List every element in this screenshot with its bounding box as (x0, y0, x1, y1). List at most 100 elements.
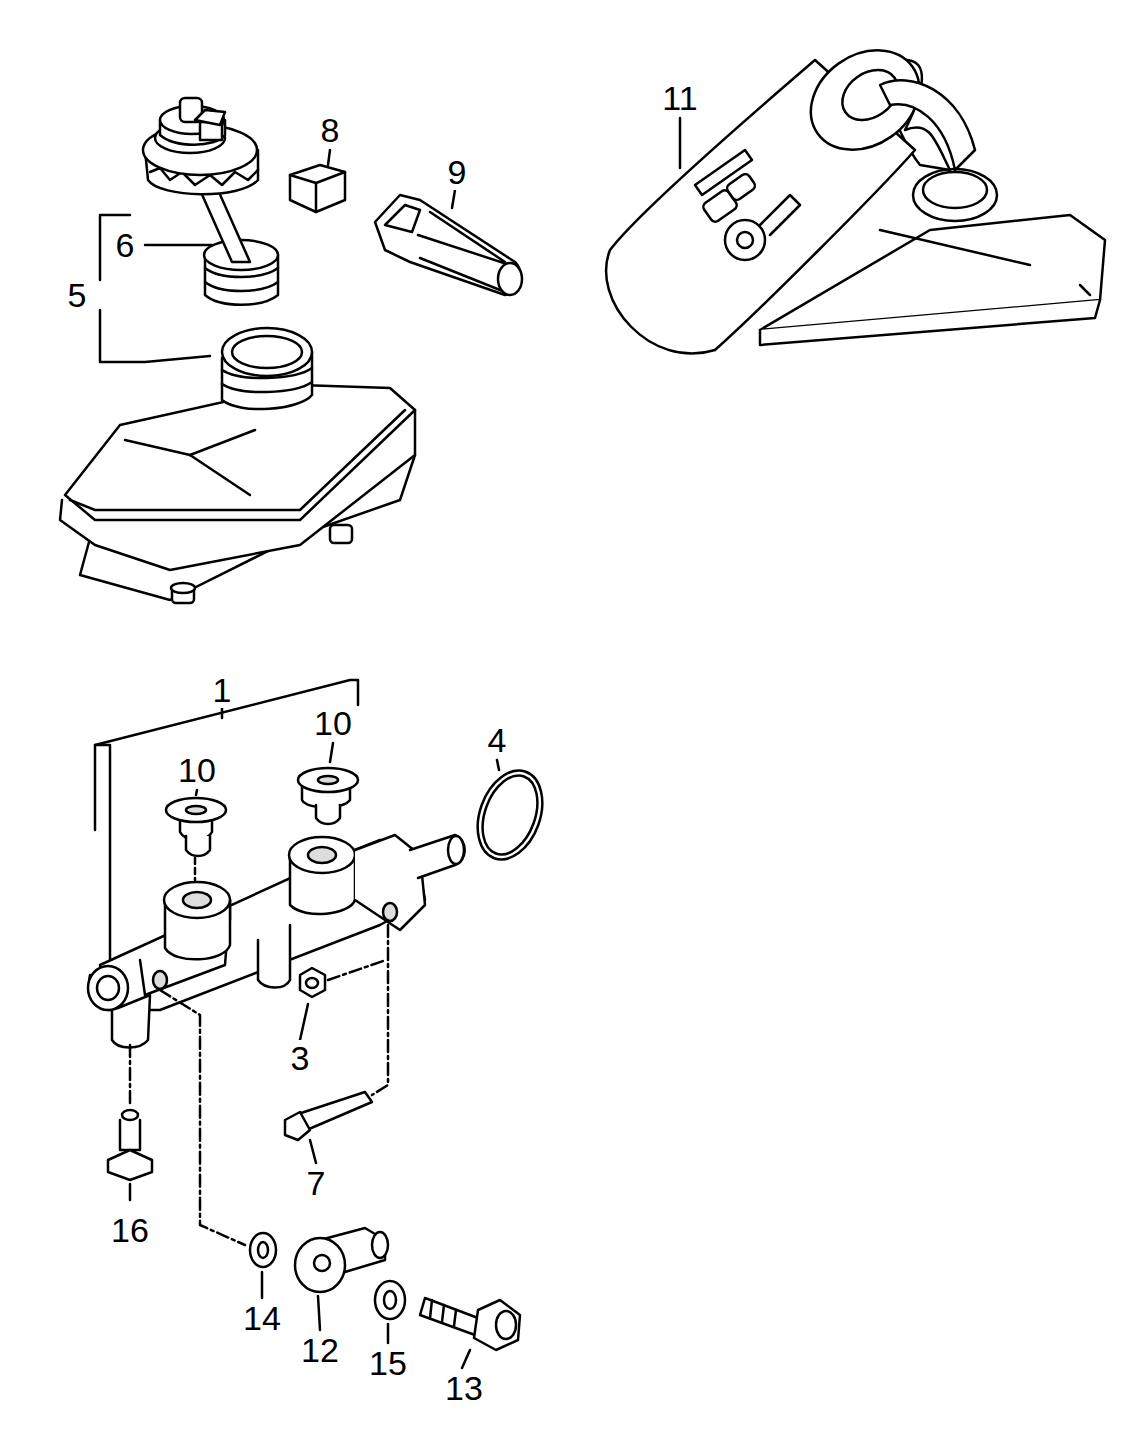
part-drawing (100, 310, 210, 362)
part-drawing (194, 858, 197, 880)
part-drawing (108, 1150, 152, 1180)
part-drawing (88, 966, 128, 1010)
part-drawing (497, 760, 499, 770)
part-drawing (383, 903, 397, 921)
callout-number: 13 (443, 1370, 485, 1406)
part-drawing (183, 892, 211, 908)
part-drawing (474, 1300, 520, 1350)
part-drawing (250, 1233, 276, 1267)
part-drawing (261, 1272, 264, 1298)
callout-number: 15 (367, 1345, 409, 1381)
part-drawing (306, 978, 318, 988)
part-drawing (880, 80, 975, 170)
part-drawing (384, 1291, 396, 1309)
part-drawing (290, 165, 345, 212)
part-drawing (145, 244, 212, 247)
part-drawing (186, 836, 210, 856)
part-drawing (97, 976, 119, 1000)
callout-number: 3 (289, 1040, 312, 1076)
part-drawing (222, 382, 312, 392)
part-drawing (200, 190, 250, 262)
part-drawing (70, 410, 405, 510)
part-drawing (330, 525, 352, 543)
callout-number: 10 (312, 705, 354, 741)
part-drawing (420, 1298, 478, 1335)
part-drawing (129, 1184, 132, 1200)
callout-number: 8 (319, 112, 342, 148)
callout-number: 16 (109, 1212, 151, 1248)
callout-number: 14 (241, 1300, 283, 1336)
part-drawing (258, 1242, 268, 1258)
part-drawing (737, 232, 753, 248)
part-drawing (760, 300, 1100, 345)
part-drawing (695, 150, 752, 195)
part-drawing (316, 805, 340, 824)
callout-number: 6 (114, 227, 137, 263)
part-drawing (913, 169, 997, 221)
part-drawing (466, 762, 554, 869)
part-drawing (372, 925, 388, 1095)
part-drawing (606, 60, 915, 354)
part-drawing (385, 205, 420, 232)
part-drawing (166, 798, 226, 822)
part-drawing (300, 968, 325, 997)
part-drawing (171, 583, 195, 593)
part-drawing (430, 1300, 456, 1326)
part-drawing (1080, 285, 1090, 295)
part-drawing (410, 835, 465, 878)
part-drawing (679, 118, 682, 168)
part-drawing (122, 1110, 138, 1120)
part-drawing (129, 1045, 132, 1105)
part-drawing (328, 150, 330, 165)
part-drawing (448, 836, 464, 864)
part-drawing (372, 1232, 388, 1258)
part-drawing (298, 768, 358, 792)
part-drawing (186, 806, 206, 814)
part-drawing (190, 455, 250, 495)
part-drawing (452, 190, 455, 208)
part-drawing (290, 172, 345, 212)
part-drawing (418, 212, 510, 292)
part-drawing (375, 1281, 405, 1319)
part-drawing (318, 776, 338, 784)
part-drawing (125, 440, 190, 455)
callout-number: 9 (446, 154, 469, 190)
part-drawing (205, 282, 278, 291)
callout-number: 7 (305, 1165, 328, 1201)
part-drawing (232, 336, 302, 368)
part-drawing (95, 745, 110, 960)
part-drawing (300, 1004, 308, 1040)
part-drawing (160, 990, 245, 1245)
part-drawing (308, 847, 336, 863)
part-drawing (153, 971, 167, 989)
part-drawing (387, 1324, 390, 1343)
callout-number: 10 (176, 752, 218, 788)
part-drawing (923, 172, 987, 208)
part-drawing (196, 790, 197, 795)
part-drawing (310, 1140, 316, 1163)
callout-number: 12 (299, 1332, 341, 1368)
part-drawing (120, 1120, 140, 1150)
part-drawing (164, 882, 230, 918)
part-drawing (190, 430, 255, 455)
callout-number: 5 (66, 277, 89, 313)
part-drawing (330, 743, 333, 762)
part-drawing (289, 837, 355, 873)
part-drawing (462, 1350, 470, 1368)
part-drawing (725, 220, 765, 260)
callout-number: 1 (211, 672, 234, 708)
callout-number: 4 (486, 722, 509, 758)
part-drawing (496, 1311, 516, 1339)
part-drawing (195, 110, 225, 125)
callout-number: 11 (660, 80, 699, 116)
part-drawing (221, 708, 224, 718)
part-drawing (222, 328, 312, 376)
part-drawing (89, 975, 150, 1048)
part-drawing (314, 1255, 330, 1271)
part-drawing (258, 925, 290, 988)
part-drawing (760, 195, 800, 235)
part-drawing (60, 30, 1105, 1368)
part-drawing (498, 263, 522, 295)
